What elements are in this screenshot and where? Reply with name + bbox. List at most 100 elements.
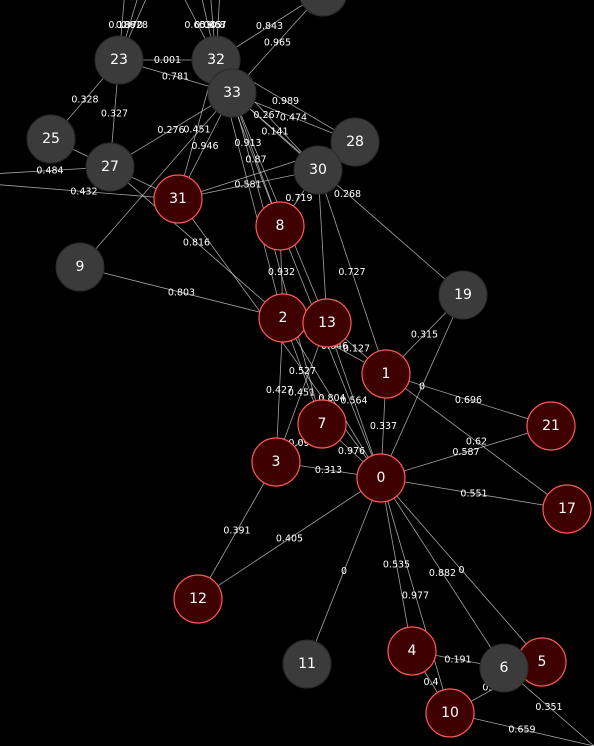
edge-13-30 (317, 169, 328, 324)
edge-weight-label: 0.405 (276, 534, 303, 545)
node-label: 32 (207, 52, 225, 68)
edge-weight-label: 0.474 (280, 113, 307, 124)
node-circle[interactable] (282, 639, 332, 689)
edge-31-leftA (0, 184, 179, 200)
node-label: 11 (298, 656, 316, 672)
node-25[interactable]: 25 (26, 114, 76, 164)
edge-weight-label: 0.87 (245, 155, 266, 166)
node-6[interactable]: 6 (479, 643, 529, 693)
node-circle[interactable] (438, 270, 488, 320)
edge-weight-label: 0.391 (223, 526, 250, 537)
node-31[interactable]: 31 (153, 174, 203, 224)
node-9[interactable]: 9 (55, 242, 105, 292)
edge-weight-label: 0.564 (340, 396, 367, 407)
edge-weight-label: 0.989 (272, 96, 299, 107)
node-circle[interactable] (153, 174, 203, 224)
node-label: 5 (538, 654, 547, 670)
node-circle[interactable] (299, 0, 347, 17)
edge-weight-label: 0.719 (285, 193, 312, 204)
edge-weight-label: 0.928 (121, 20, 148, 31)
node-circle[interactable] (251, 437, 301, 487)
node-4[interactable]: 4 (387, 626, 437, 676)
edge-weight-label: 0.268 (334, 189, 361, 200)
edge-7-33 (231, 92, 323, 425)
node-33[interactable]: 33 (207, 68, 257, 118)
node-circle[interactable] (526, 401, 576, 451)
node-30[interactable]: 30 (293, 145, 343, 195)
node-21[interactable]: 21 (526, 401, 576, 451)
node-label: 2 (279, 310, 288, 326)
node-19[interactable]: 19 (438, 270, 488, 320)
node-circle[interactable] (361, 349, 411, 399)
edge-3-12 (197, 461, 277, 600)
node-circle[interactable] (302, 298, 352, 348)
node-17[interactable]: 17 (542, 484, 592, 534)
node-circle[interactable] (356, 453, 406, 503)
node-circle[interactable] (94, 35, 144, 85)
edge-weight-label: 0.781 (162, 72, 189, 83)
node-top[interactable] (299, 0, 347, 17)
node-28[interactable]: 28 (330, 117, 380, 167)
node-label: 19 (454, 287, 472, 303)
node-circle[interactable] (85, 142, 135, 192)
edge-weight-label: 0 (419, 382, 425, 393)
edge-0-19 (380, 294, 464, 479)
node-1[interactable]: 1 (361, 349, 411, 399)
node-0[interactable]: 0 (356, 453, 406, 503)
node-7[interactable]: 7 (297, 399, 347, 449)
node-circle[interactable] (255, 201, 305, 251)
edge-weight-label: 0.803 (168, 288, 195, 299)
node-label: 12 (189, 591, 207, 607)
node-23[interactable]: 23 (94, 35, 144, 85)
edge-weight-label: 0.351 (535, 702, 562, 713)
node-13[interactable]: 13 (302, 298, 352, 348)
node-circle[interactable] (55, 242, 105, 292)
edge-weight-label: 0.141 (261, 127, 288, 138)
edge-0-11 (306, 477, 382, 665)
edge-19-33 (231, 92, 464, 296)
node-circle[interactable] (542, 484, 592, 534)
node-11[interactable]: 11 (282, 639, 332, 689)
edge-weight-label: 0.328 (71, 95, 98, 106)
node-label: 23 (110, 52, 128, 68)
edge-weight-label: 0.186 (108, 20, 135, 31)
edge-0-4 (380, 477, 413, 652)
node-2[interactable]: 2 (258, 293, 308, 343)
edge-weight-label: 0.882 (429, 568, 456, 579)
node-circle[interactable] (425, 688, 475, 738)
node-label: 13 (318, 315, 336, 331)
node-circle[interactable] (297, 399, 347, 449)
node-circle[interactable] (387, 626, 437, 676)
node-label: 4 (408, 643, 417, 659)
edge-weight-label: 0.484 (36, 166, 63, 177)
node-circle[interactable] (207, 68, 257, 118)
edge-weight-label: 0.587 (452, 447, 479, 458)
node-circle[interactable] (26, 114, 76, 164)
edge-weight-label: 0.976 (338, 446, 365, 457)
edge-weight-label: 0 (341, 566, 347, 577)
node-27[interactable]: 27 (85, 142, 135, 192)
node-label: 27 (101, 159, 119, 175)
node-circle[interactable] (479, 643, 529, 693)
node-circle[interactable] (293, 145, 343, 195)
node-8[interactable]: 8 (255, 201, 305, 251)
edge-weight-label: 0.276 (157, 125, 184, 136)
node-10[interactable]: 10 (425, 688, 475, 738)
edge-weight-label: 0.946 (191, 141, 218, 152)
edge-0-12 (197, 477, 382, 600)
edge-weight-label: 0.527 (289, 366, 316, 377)
node-3[interactable]: 3 (251, 437, 301, 487)
node-12[interactable]: 12 (173, 574, 223, 624)
edge-0-5 (380, 477, 543, 663)
edge-2-27 (109, 166, 284, 319)
edge-0-6 (380, 477, 505, 669)
edge-weight-label: 0.09 (288, 438, 309, 449)
edge-weight-label: 0.045 (194, 20, 221, 31)
edge-10-end (449, 712, 594, 746)
node-circle[interactable] (173, 574, 223, 624)
edge-9-33 (79, 92, 233, 268)
node-circle[interactable] (330, 117, 380, 167)
